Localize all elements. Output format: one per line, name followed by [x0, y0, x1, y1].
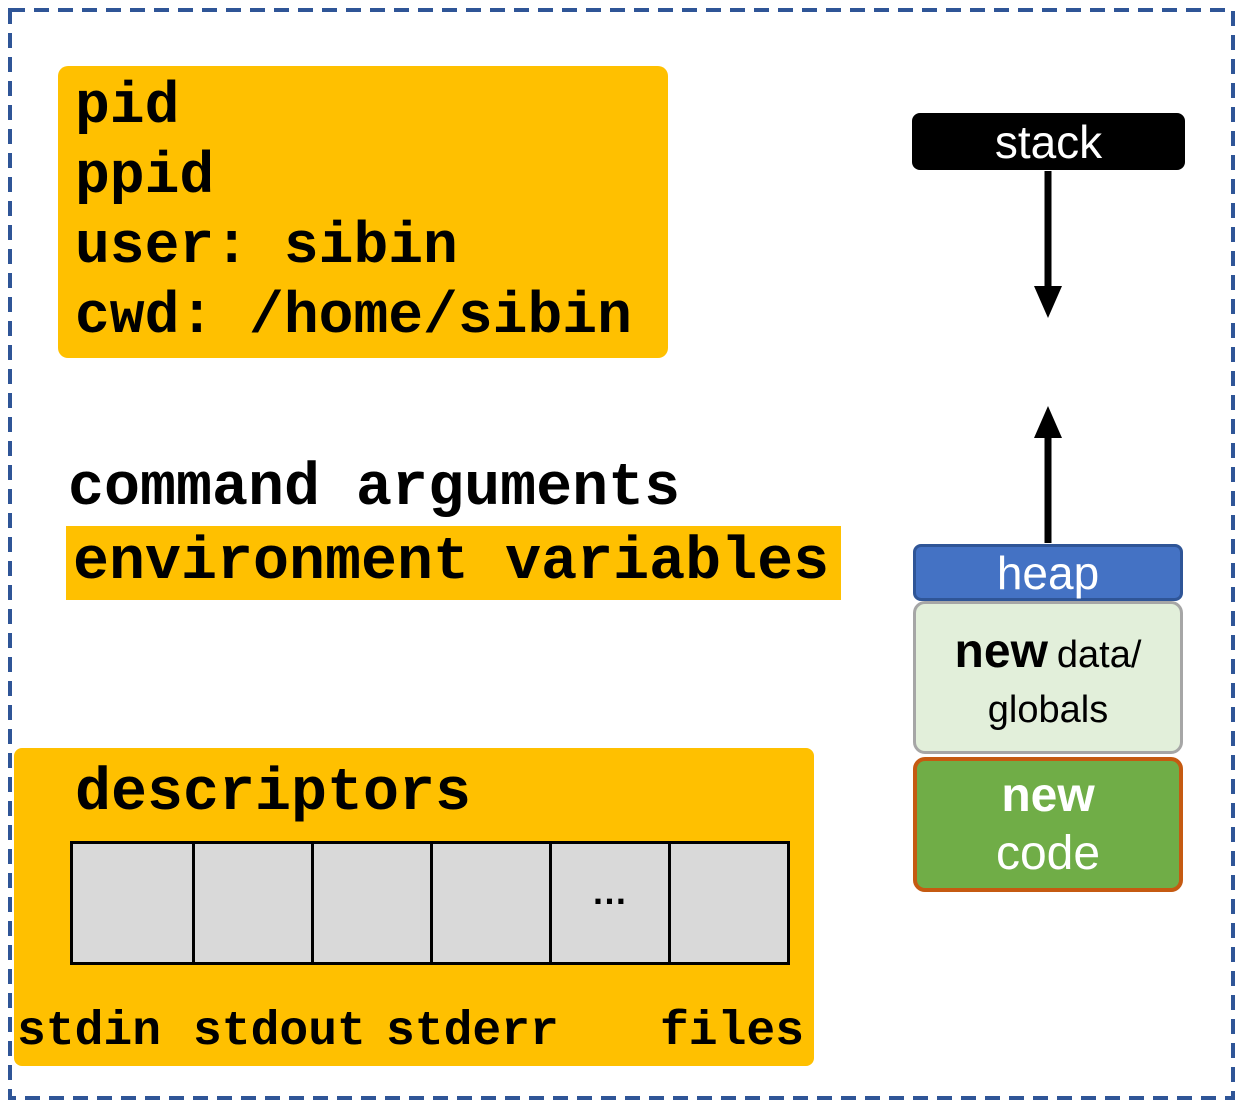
cwd-line: cwd: /home/sibin — [75, 285, 632, 350]
new-word: new — [954, 624, 1048, 678]
descriptor-cell-5 — [668, 844, 787, 962]
code-word: code — [995, 826, 1101, 880]
stack-box: stack — [912, 113, 1185, 170]
ellipsis-text: … — [591, 871, 629, 912]
descriptor-table: … — [70, 841, 790, 965]
user-line: user: sibin — [75, 215, 458, 280]
stdout-label: stdout — [193, 1005, 366, 1059]
descriptor-cell-2 — [311, 844, 430, 962]
descriptor-cell-0 — [73, 844, 192, 962]
new-code-box: new code — [913, 757, 1183, 892]
command-arguments-label: command arguments — [68, 455, 681, 523]
process-info-box: pid ppid user: sibin cwd: /home/sibin — [58, 66, 668, 358]
descriptor-cell-3 — [430, 844, 549, 962]
heap-label: heap — [996, 546, 1100, 599]
descriptor-cell-1 — [192, 844, 311, 962]
stack-label: stack — [994, 115, 1103, 168]
environment-variables-highlight: environment variables — [66, 526, 841, 600]
descriptors-title: descriptors — [75, 760, 472, 828]
files-label: files — [660, 1005, 805, 1059]
pid-line: pid — [75, 75, 180, 140]
heap-box: heap — [913, 544, 1183, 601]
heap-growth-up-arrow — [1034, 406, 1062, 543]
descriptor-cell-ellipsis: … — [549, 844, 668, 962]
stderr-label: stderr — [386, 1005, 559, 1059]
stack-growth-down-arrow — [1034, 171, 1062, 318]
new-word: new — [1001, 768, 1095, 822]
data-word: data/ — [1056, 633, 1142, 676]
stdin-label: stdin — [17, 1005, 162, 1059]
globals-word: globals — [987, 688, 1109, 731]
ppid-line: ppid — [75, 145, 215, 210]
